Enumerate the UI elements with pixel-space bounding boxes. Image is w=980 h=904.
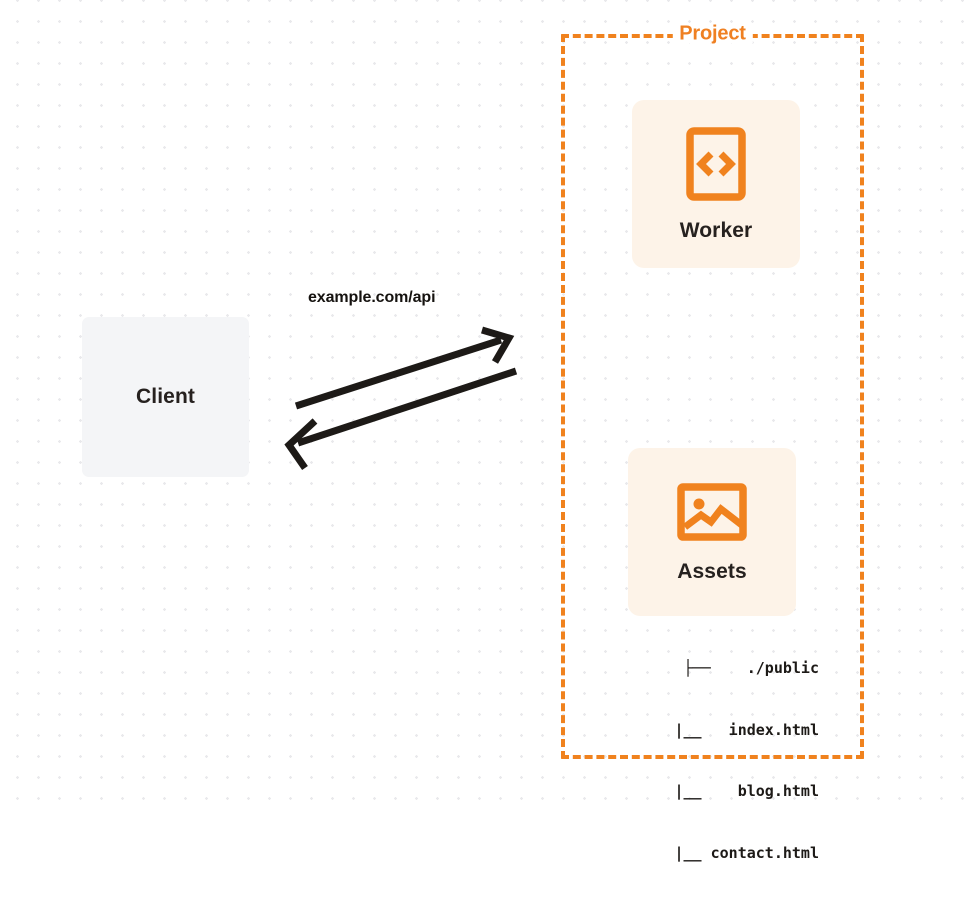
project-group: Project Worker Assets — [561, 23, 864, 862]
worker-card[interactable]: Worker — [632, 100, 800, 268]
tree-row: |__ index.html — [647, 720, 819, 739]
image-icon — [677, 482, 747, 547]
client-label: Client — [136, 385, 195, 408]
tree-row: |__ blog.html — [647, 782, 819, 800]
worker-label: Worker — [679, 219, 753, 242]
connection-label: example.com/api — [308, 289, 436, 306]
request-arrow — [294, 326, 515, 410]
asset-file-tree: ├── ./public |__ index.html |__ blog.htm… — [609, 617, 819, 904]
response-arrow — [284, 367, 518, 470]
assets-label: Assets — [677, 560, 747, 583]
client-box[interactable]: Client — [82, 317, 249, 477]
diagram-canvas: Client example.com/api Project — [0, 0, 980, 862]
project-title: Project — [672, 23, 753, 44]
code-brackets-icon — [686, 127, 746, 206]
tree-row: ├── ./public — [683, 659, 819, 677]
tree-row: |__ contact.html — [647, 843, 819, 862]
assets-card[interactable]: Assets — [628, 448, 796, 616]
